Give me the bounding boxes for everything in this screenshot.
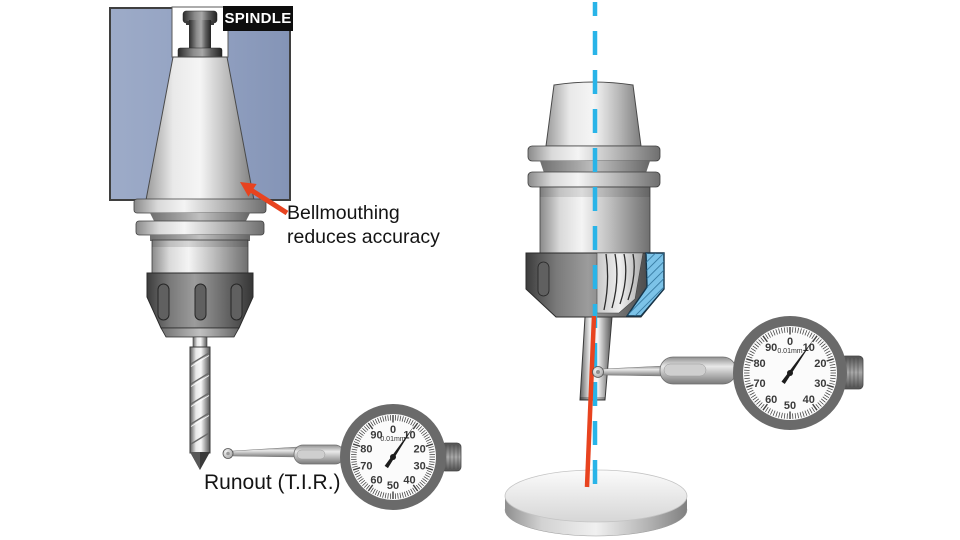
toolholder-left [133,56,267,274]
collet [596,252,644,314]
dial-number: 0 [787,336,793,348]
callout-line-1: Bellmouthing [287,202,400,224]
probe-right [592,356,737,385]
dial-number: 90 [370,429,382,441]
dial-number: 30 [414,461,426,473]
dial-number: 50 [387,480,399,492]
dial-number: 70 [753,378,765,390]
dial-number: 20 [814,358,826,370]
dial-indicator-left: 0 10 20 30 40 50 60 70 80 900.01mm [340,404,446,510]
dial-increment-label: 0.01mm [777,348,802,355]
bellmouthing-callout: Bellmouthing reduces accuracy [287,201,440,249]
collet-nut-left [146,272,254,338]
retention-knob [177,10,223,60]
spindle-label: SPINDLE [223,6,293,31]
dial-number: 60 [765,394,777,406]
dial-number: 40 [803,394,815,406]
dial-number: 50 [784,400,796,412]
callout-line-2: reduces accuracy [287,226,440,248]
drill-flutes [190,352,210,445]
dial-number: 70 [360,461,372,473]
drill-flute-highlights [190,355,210,427]
dial-increment-label: 0.01mm [380,436,405,443]
drill-bit [189,336,211,470]
dial-number: 20 [414,443,426,455]
tool-axis-line [584,315,597,488]
dial-number: 90 [765,342,777,354]
dial-number: 60 [370,475,382,487]
dial-number: 30 [814,378,826,390]
dial-number: 80 [360,443,372,455]
callout-arrow-icon [240,182,289,216]
runout-caption: Runout (T.I.R.) [204,471,341,494]
dial-number: 0 [390,424,396,436]
probe-left [222,444,345,465]
dial-number: 10 [403,429,415,441]
collet-slits [603,253,635,311]
dial-number: 80 [753,358,765,370]
dial-number: 40 [403,475,415,487]
reference-table [504,469,688,537]
